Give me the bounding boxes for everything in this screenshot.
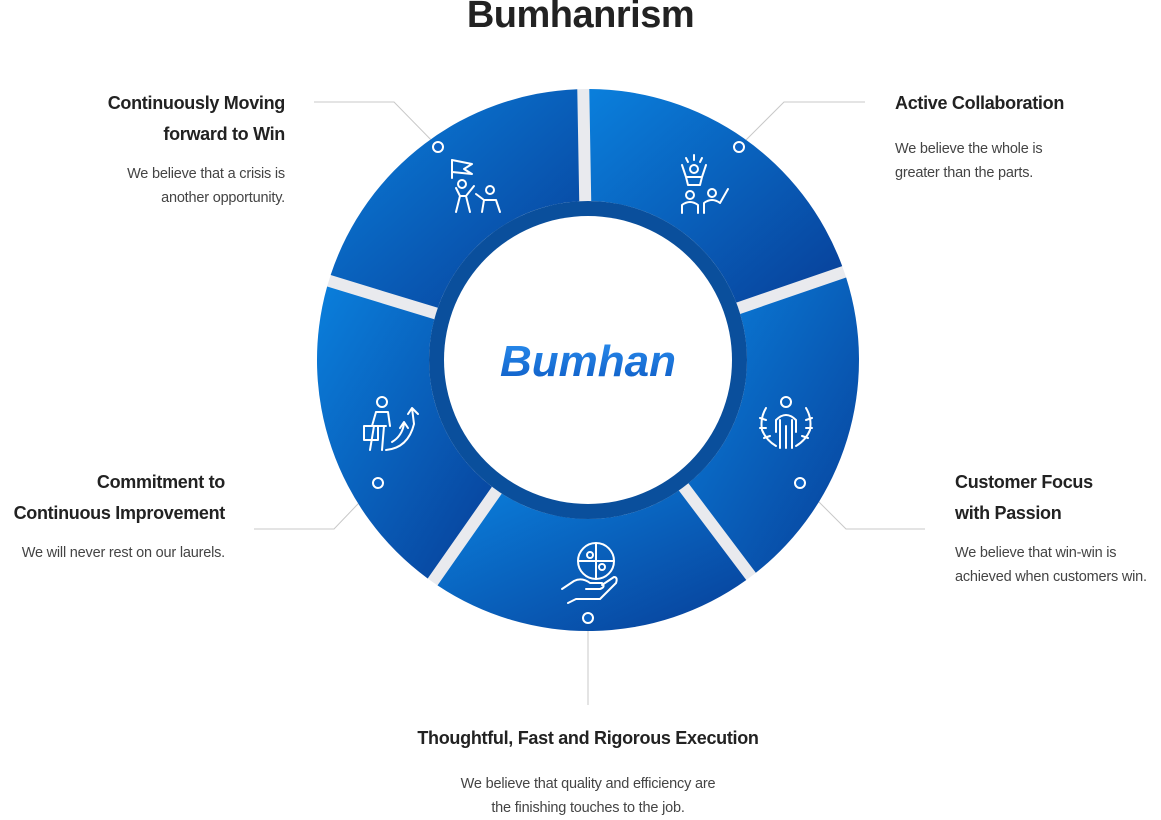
- value-title: Thoughtful, Fast and Rigorous Execution: [417, 728, 759, 748]
- segment-customer: [688, 277, 859, 573]
- value-description: We believe that win-win is achieved when…: [955, 545, 1147, 585]
- value-title: Customer Focus with Passion: [955, 472, 1093, 523]
- value-label-collab: Active Collaboration We believe the whol…: [895, 88, 1155, 185]
- value-label-win: Continuously Moving forward to Win We be…: [60, 88, 286, 210]
- value-description: We will never rest on our laurels.: [21, 545, 225, 561]
- value-label-execution: Thoughtful, Fast and Rigorous Execution …: [338, 723, 838, 820]
- value-description: We believe that a crisis is another oppo…: [127, 166, 285, 206]
- page-title: Bumhanrism: [466, 0, 695, 36]
- hand-puzzle-icon: [561, 542, 618, 604]
- value-description: We believe that quality and efficiency a…: [460, 776, 716, 816]
- connector-win: [314, 101, 439, 148]
- value-title: Commitment to Continuous Improvement: [13, 472, 226, 523]
- value-label-customer: Customer Focus with Passion We believe t…: [955, 467, 1161, 589]
- connector-dot-win: [432, 141, 444, 153]
- bumhan-logo: Bumhan: [500, 337, 676, 386]
- segment-win: [330, 89, 580, 308]
- value-title: Active Collaboration: [895, 93, 1065, 113]
- growth-arrow-person-icon: [363, 396, 419, 451]
- connector-collab: [738, 101, 865, 148]
- connector-dot-execution: [582, 612, 594, 624]
- value-description: We believe the whole is greater than the…: [895, 141, 1043, 181]
- connector-dot-improve: [372, 477, 384, 489]
- flag-people-icon: [451, 159, 501, 213]
- cheering-team-icon: [681, 154, 729, 214]
- connector-dot-customer: [794, 477, 806, 489]
- laurel-person-icon: [759, 396, 813, 449]
- value-label-improve: Commitment to Continuous Improvement We …: [0, 467, 226, 565]
- connector-dot-collab: [733, 141, 745, 153]
- value-title: Continuously Moving forward to Win: [107, 93, 286, 144]
- segment-improve: [317, 286, 492, 579]
- center-disc: [444, 216, 732, 504]
